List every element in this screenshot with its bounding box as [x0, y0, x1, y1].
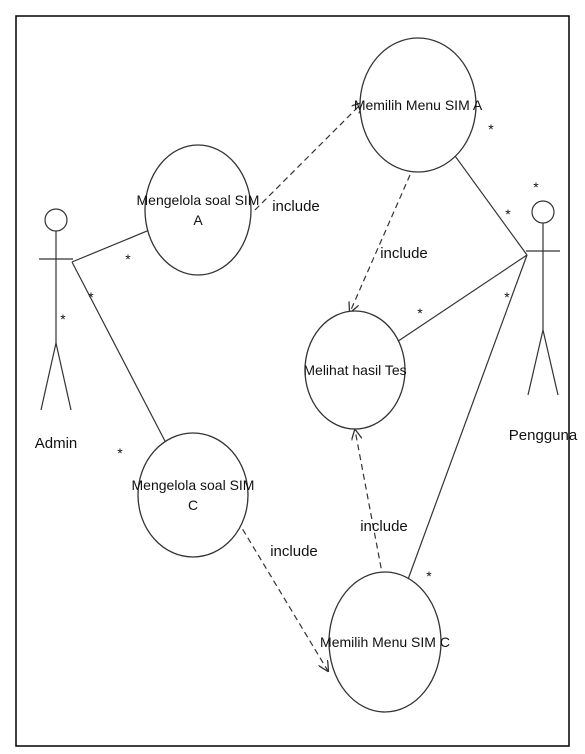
use-case-uc-memilih-a: Memilih Menu SIM A	[354, 37, 483, 173]
use-case-ellipse	[359, 37, 477, 173]
multiplicity-label: *	[88, 289, 94, 305]
multiplicity-label: *	[125, 251, 131, 267]
use-case-ellipse	[144, 144, 252, 276]
use-case-uc-kelola-a: Mengelola soal SIM A	[137, 144, 260, 276]
actor-figure-icon	[526, 200, 560, 396]
use-case-uc-memilih-c: Memilih Menu SIM C	[320, 571, 450, 713]
include-arrow	[350, 174, 411, 312]
multiplicity-label: *	[426, 568, 432, 584]
actors: Admin Pengguna	[35, 200, 578, 452]
use-case-label: Memilih Menu SIM C	[320, 634, 450, 650]
actor-label: Pengguna	[509, 427, 578, 444]
actor-label: Admin	[35, 435, 78, 452]
include-label: include	[380, 245, 428, 262]
multiplicity-label: *	[60, 311, 66, 327]
multiplicity-label: *	[533, 179, 539, 195]
diagram-border	[15, 15, 570, 747]
multiplicity-label: *	[117, 445, 123, 461]
association-line	[71, 261, 166, 442]
use-case-label: Mengelola soal SIM	[137, 192, 260, 208]
use-case-label: Melihat hasil Tes	[303, 362, 406, 378]
use-case-label: A	[193, 212, 203, 228]
include-label: include	[270, 543, 318, 560]
include-label: include	[360, 518, 408, 535]
use-case-label: C	[188, 497, 198, 513]
multiplicity-label: *	[504, 289, 510, 305]
use-case-ellipse	[304, 310, 406, 430]
association-line	[398, 254, 528, 342]
actor-figure-icon	[39, 208, 73, 411]
use-case-uc-melihat: Melihat hasil Tes	[303, 310, 407, 430]
actor-pengguna: Pengguna	[509, 200, 578, 444]
association-lines	[71, 155, 528, 579]
use-case-label: Memilih Menu SIM A	[354, 97, 483, 113]
use-case-ellipse	[137, 432, 249, 558]
multiplicity-label: *	[488, 121, 494, 137]
use-case-label: Mengelola soal SIM	[132, 477, 255, 493]
multiplicity-label: *	[505, 206, 511, 222]
multiplicity-label: *	[417, 305, 423, 321]
use-case-uc-kelola-c: Mengelola soal SIM C	[132, 432, 255, 558]
use-case-ellipse	[328, 571, 442, 713]
use-cases: Memilih Menu SIM A Mengelola soal SIM A Mel…	[132, 37, 483, 713]
include-arrow	[254, 103, 362, 211]
actor-admin: Admin	[35, 208, 78, 452]
include-label: include	[272, 198, 320, 215]
include-arrow	[355, 430, 384, 579]
association-line	[454, 155, 528, 256]
multiplicity-labels: * * * * * * * * * *	[60, 121, 539, 584]
association-line	[407, 254, 528, 579]
association-line	[71, 230, 148, 263]
